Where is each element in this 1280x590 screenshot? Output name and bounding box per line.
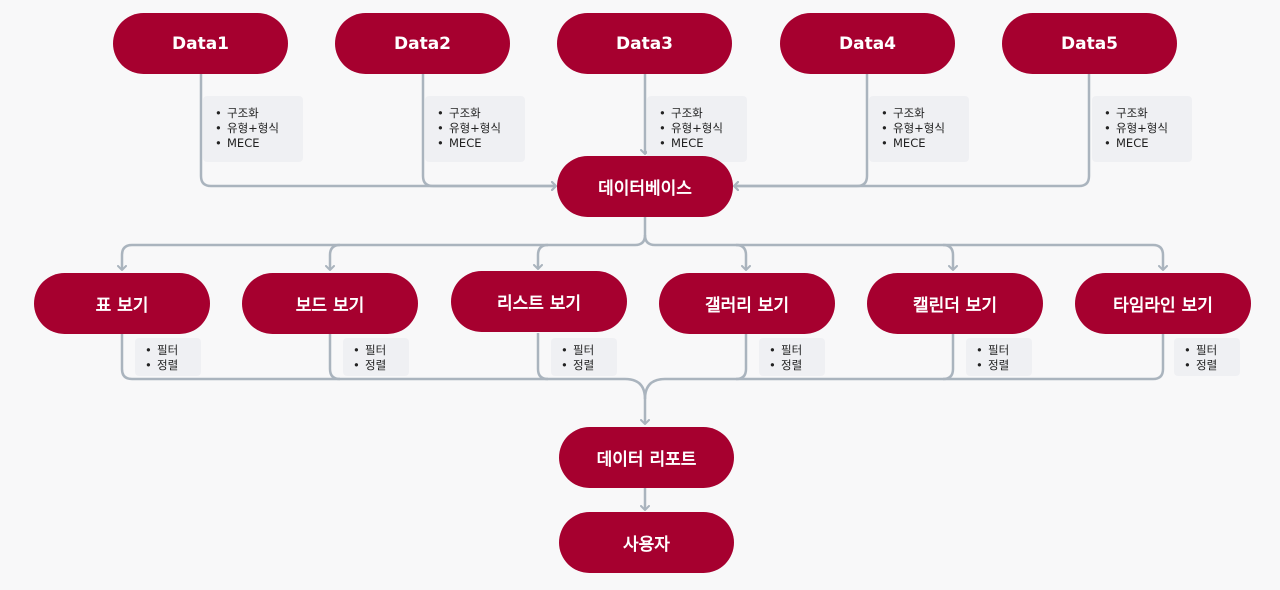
note-item: MECE: [881, 136, 961, 151]
node-database: 데이터베이스: [557, 156, 733, 217]
connector-database-to-view1: [117, 234, 647, 271]
note-item: 필터: [769, 343, 819, 358]
connector-data4-to-database: [733, 73, 869, 191]
view-note-list: 필터 정렬: [551, 338, 617, 376]
note-item: 필터: [561, 343, 611, 358]
note-item: 구조화: [437, 106, 517, 121]
note-item: 유형+형식: [881, 121, 961, 136]
source-note-data3: 구조화 유형+형식 MECE: [647, 96, 747, 162]
view-note-board: 필터 정렬: [343, 338, 409, 376]
note-item: 정렬: [976, 358, 1026, 373]
view-note-gallery: 필터 정렬: [759, 338, 825, 376]
node-data5: Data5: [1002, 13, 1177, 74]
node-user: 사용자: [559, 512, 734, 573]
connector-view3-to-report: [536, 333, 549, 381]
source-note-data1: 구조화 유형+형식 MECE: [203, 96, 303, 162]
connector-database-to-view2: [325, 243, 341, 271]
note-item: 필터: [976, 343, 1026, 358]
note-item: MECE: [659, 136, 739, 151]
connector-database-trunk: [643, 217, 656, 247]
note-item: 구조화: [1104, 106, 1184, 121]
source-note-data4: 구조화 유형+형식 MECE: [869, 96, 969, 162]
note-item: 정렬: [145, 358, 195, 373]
node-list-view: 리스트 보기: [451, 271, 627, 332]
node-data2: Data2: [335, 13, 510, 74]
connector-database-to-view5: [736, 243, 958, 271]
node-calendar-view: 캘린더 보기: [867, 273, 1043, 334]
connector-database-to-view4: [655, 243, 751, 271]
node-gallery-view: 갤러리 보기: [659, 273, 835, 334]
note-item: 유형+형식: [215, 121, 295, 136]
note-item: 필터: [145, 343, 195, 358]
connector-view4-to-report: [643, 333, 748, 400]
node-table-view: 표 보기: [34, 273, 210, 334]
note-item: MECE: [215, 136, 295, 151]
note-item: 유형+형식: [659, 121, 739, 136]
view-note-table: 필터 정렬: [135, 338, 201, 376]
connector-view1-to-report: [120, 333, 647, 400]
connector-data1-to-database: [199, 73, 557, 191]
node-data3: Data3: [557, 13, 732, 74]
connector-view2-to-report: [328, 333, 341, 381]
source-note-data5: 구조화 유형+형식 MECE: [1092, 96, 1192, 162]
node-board-view: 보드 보기: [242, 273, 418, 334]
node-data1: Data1: [113, 13, 288, 74]
source-note-data2: 구조화 유형+형식 MECE: [425, 96, 525, 162]
note-item: 정렬: [1184, 358, 1234, 373]
note-item: MECE: [1104, 136, 1184, 151]
connector-database-to-view3: [533, 243, 549, 270]
node-data-report: 데이터 리포트: [559, 427, 734, 488]
note-item: 구조화: [881, 106, 961, 121]
connector-data5-to-database: [733, 73, 1091, 191]
note-item: 정렬: [769, 358, 819, 373]
note-item: 정렬: [353, 358, 403, 373]
node-data4: Data4: [780, 13, 955, 74]
node-timeline-view: 타임라인 보기: [1075, 273, 1251, 334]
note-item: MECE: [437, 136, 517, 151]
note-item: 필터: [1184, 343, 1234, 358]
connector-database-to-view6: [943, 243, 1168, 271]
note-item: 구조화: [659, 106, 739, 121]
connector-view6-to-report: [943, 333, 1165, 381]
note-item: 유형+형식: [1104, 121, 1184, 136]
note-item: 정렬: [561, 358, 611, 373]
note-item: 구조화: [215, 106, 295, 121]
note-item: 유형+형식: [437, 121, 517, 136]
view-note-calendar: 필터 정렬: [966, 338, 1032, 376]
note-item: 필터: [353, 343, 403, 358]
connector-data2-to-database: [421, 73, 557, 191]
view-note-timeline: 필터 정렬: [1174, 338, 1240, 376]
